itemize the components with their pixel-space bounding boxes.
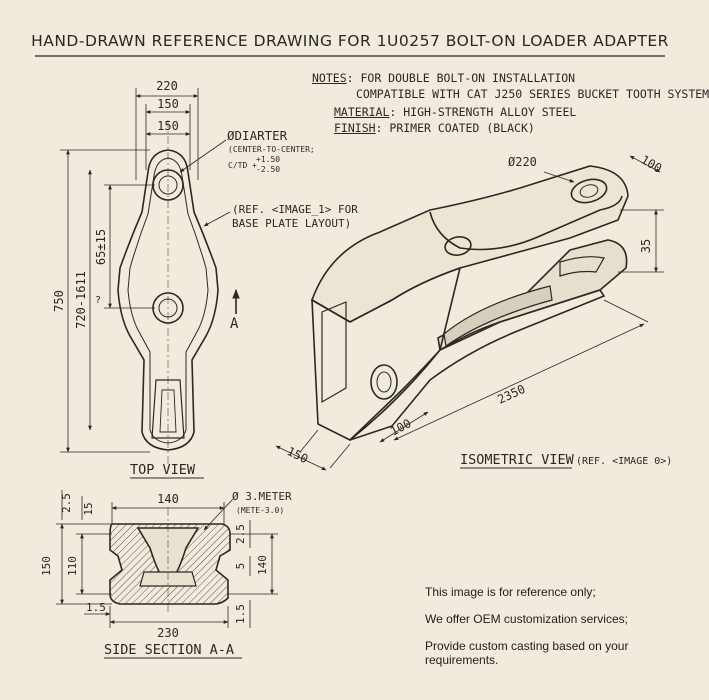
top-view-slot-inner bbox=[159, 389, 177, 433]
sec-dim-15c: 1.5 bbox=[234, 604, 247, 624]
tol-plus: +1.50 bbox=[256, 155, 280, 164]
iso-side-bolt-hole-inner bbox=[376, 371, 392, 393]
iso-upper-jaw bbox=[429, 195, 623, 251]
side-section-label: SIDE SECTION A-A bbox=[104, 642, 234, 658]
top-view-slot bbox=[151, 379, 185, 439]
iso-end-notch bbox=[559, 256, 605, 277]
tol-prefix: C/TD + bbox=[228, 161, 257, 170]
iso-dim-35: 35 bbox=[639, 239, 653, 253]
top-view-label: TOP VIEW bbox=[130, 462, 196, 478]
notes-text-1: : FOR DOUBLE BOLT-ON INSTALLATION bbox=[346, 71, 576, 85]
ext-line-iso-150-b bbox=[329, 443, 351, 469]
iso-dim-100a: 100 bbox=[639, 152, 665, 175]
sec-dim-150: 150 bbox=[40, 556, 53, 576]
footer-line-1: This image is for reference only; bbox=[425, 585, 596, 599]
finish-label: FINISH bbox=[334, 121, 376, 135]
ext-line-iso-150-a bbox=[299, 429, 319, 453]
dim-line-iso-2350 bbox=[393, 323, 645, 441]
ext-line-iso-2350 bbox=[603, 299, 649, 323]
dim-150a-text: 150 bbox=[157, 97, 179, 111]
sec-dim-110: 110 bbox=[66, 556, 79, 576]
side-section bbox=[109, 508, 231, 615]
sec-dim-15a: 15 bbox=[82, 502, 95, 515]
iso-view-label: ISOMETRIC VIEW bbox=[460, 452, 575, 468]
top-view bbox=[117, 120, 219, 470]
sec-dim-25b: 2.5 bbox=[234, 524, 247, 544]
dim-line-iso-150 bbox=[275, 445, 327, 471]
diameter-callout: ØDIARTER bbox=[227, 128, 288, 143]
leader-sec-callout bbox=[203, 499, 233, 531]
iso-dim-2350: 2350 bbox=[495, 382, 527, 407]
iso-side-slot bbox=[443, 285, 553, 348]
iso-top-bolt-hole bbox=[570, 178, 608, 204]
section-dimensions bbox=[56, 490, 278, 628]
top-view-inner-outline bbox=[127, 157, 209, 444]
footer-line-2: We offer OEM customization services; bbox=[425, 612, 628, 626]
material-line: MATERIAL: HIGH-STRENGTH ALLOY STEEL bbox=[334, 104, 687, 120]
notes-label: NOTES bbox=[312, 71, 347, 85]
dim-line-iso-100b bbox=[379, 411, 429, 443]
top-view-dim-text: 220 150 150 750 720-1611 65±15 ? A ØDIAR… bbox=[52, 79, 358, 478]
section-dim-text: 140 2.5 15 150 110 1.5 230 2.5 5 140 1.5… bbox=[40, 490, 292, 658]
dim-220-text: 220 bbox=[156, 79, 178, 93]
tol-minus: -2.50 bbox=[256, 165, 280, 174]
notes-block: NOTES: FOR DOUBLE BOLT-ON INSTALLATION C… bbox=[312, 70, 709, 135]
top-view-outline bbox=[117, 149, 219, 451]
material-label: MATERIAL bbox=[334, 105, 390, 119]
leader-ref-base bbox=[203, 211, 231, 227]
sec-dim-140r: 140 bbox=[256, 555, 269, 575]
footer-notes: This image is for reference only; We off… bbox=[425, 585, 700, 667]
finish-value: : PRIMER COATED (BLACK) bbox=[375, 121, 535, 135]
section-mark-a: A bbox=[230, 316, 239, 332]
ref-base-line2: BASE PLATE LAYOUT) bbox=[232, 217, 351, 230]
material-value: : HIGH-STRENGTH ALLOY STEEL bbox=[389, 105, 577, 119]
iso-view-label-ref: (REF. <IMAGE 0>) bbox=[576, 456, 672, 467]
footer-line-3: Provide custom casting based on your req… bbox=[425, 639, 629, 667]
sec-dim-140top: 140 bbox=[157, 492, 179, 506]
iso-top-bolt-hole-inner bbox=[579, 184, 599, 198]
dim-65-text: 65±15 bbox=[94, 229, 108, 265]
iso-dim-220: Ø220 bbox=[508, 155, 537, 169]
top-view-dimensions bbox=[60, 88, 240, 453]
sec-dim-15b: 1.5 bbox=[86, 601, 106, 614]
iso-dim-100b: 100 bbox=[388, 416, 414, 439]
iso-dimensions bbox=[275, 155, 664, 471]
iso-left-slot bbox=[321, 301, 347, 404]
leader-iso-220 bbox=[543, 171, 575, 183]
sec-dim-230: 230 bbox=[157, 626, 179, 640]
notes-line-2: COMPATIBLE WITH CAT J250 SERIES BUCKET T… bbox=[356, 87, 709, 101]
dim-720-text: 720-1611 bbox=[74, 271, 88, 329]
notes-line-1: NOTES: FOR DOUBLE BOLT-ON INSTALLATION bbox=[312, 70, 665, 86]
sec-callout1: Ø 3.METER bbox=[232, 490, 292, 503]
dim-750-text: 750 bbox=[52, 290, 66, 312]
isometric-view bbox=[311, 165, 629, 441]
drawing-title: HAND-DRAWN REFERENCE DRAWING FOR 1U0257 … bbox=[31, 32, 669, 50]
iso-dim-150: 150 bbox=[285, 444, 311, 466]
iso-mid-bolt-hole bbox=[444, 236, 472, 256]
sec-callout2: (METE-3.0) bbox=[236, 506, 284, 515]
dim-150b-text: 150 bbox=[157, 119, 179, 133]
dim-question-text: ? bbox=[95, 295, 101, 306]
sec-dim-25a: 2.5 bbox=[60, 493, 73, 513]
finish-line: FINISH: PRIMER COATED (BLACK) bbox=[334, 120, 687, 136]
ref-base-line1: (REF. <IMAGE_1> FOR bbox=[232, 203, 358, 216]
leader-diameter bbox=[179, 139, 227, 173]
diameter-sub: (CENTER-TO-CENTER; bbox=[228, 145, 315, 154]
dim-line-iso-100a bbox=[629, 155, 661, 173]
iso-side-bolt-hole bbox=[370, 364, 398, 400]
sec-dim-5: 5 bbox=[234, 563, 247, 570]
